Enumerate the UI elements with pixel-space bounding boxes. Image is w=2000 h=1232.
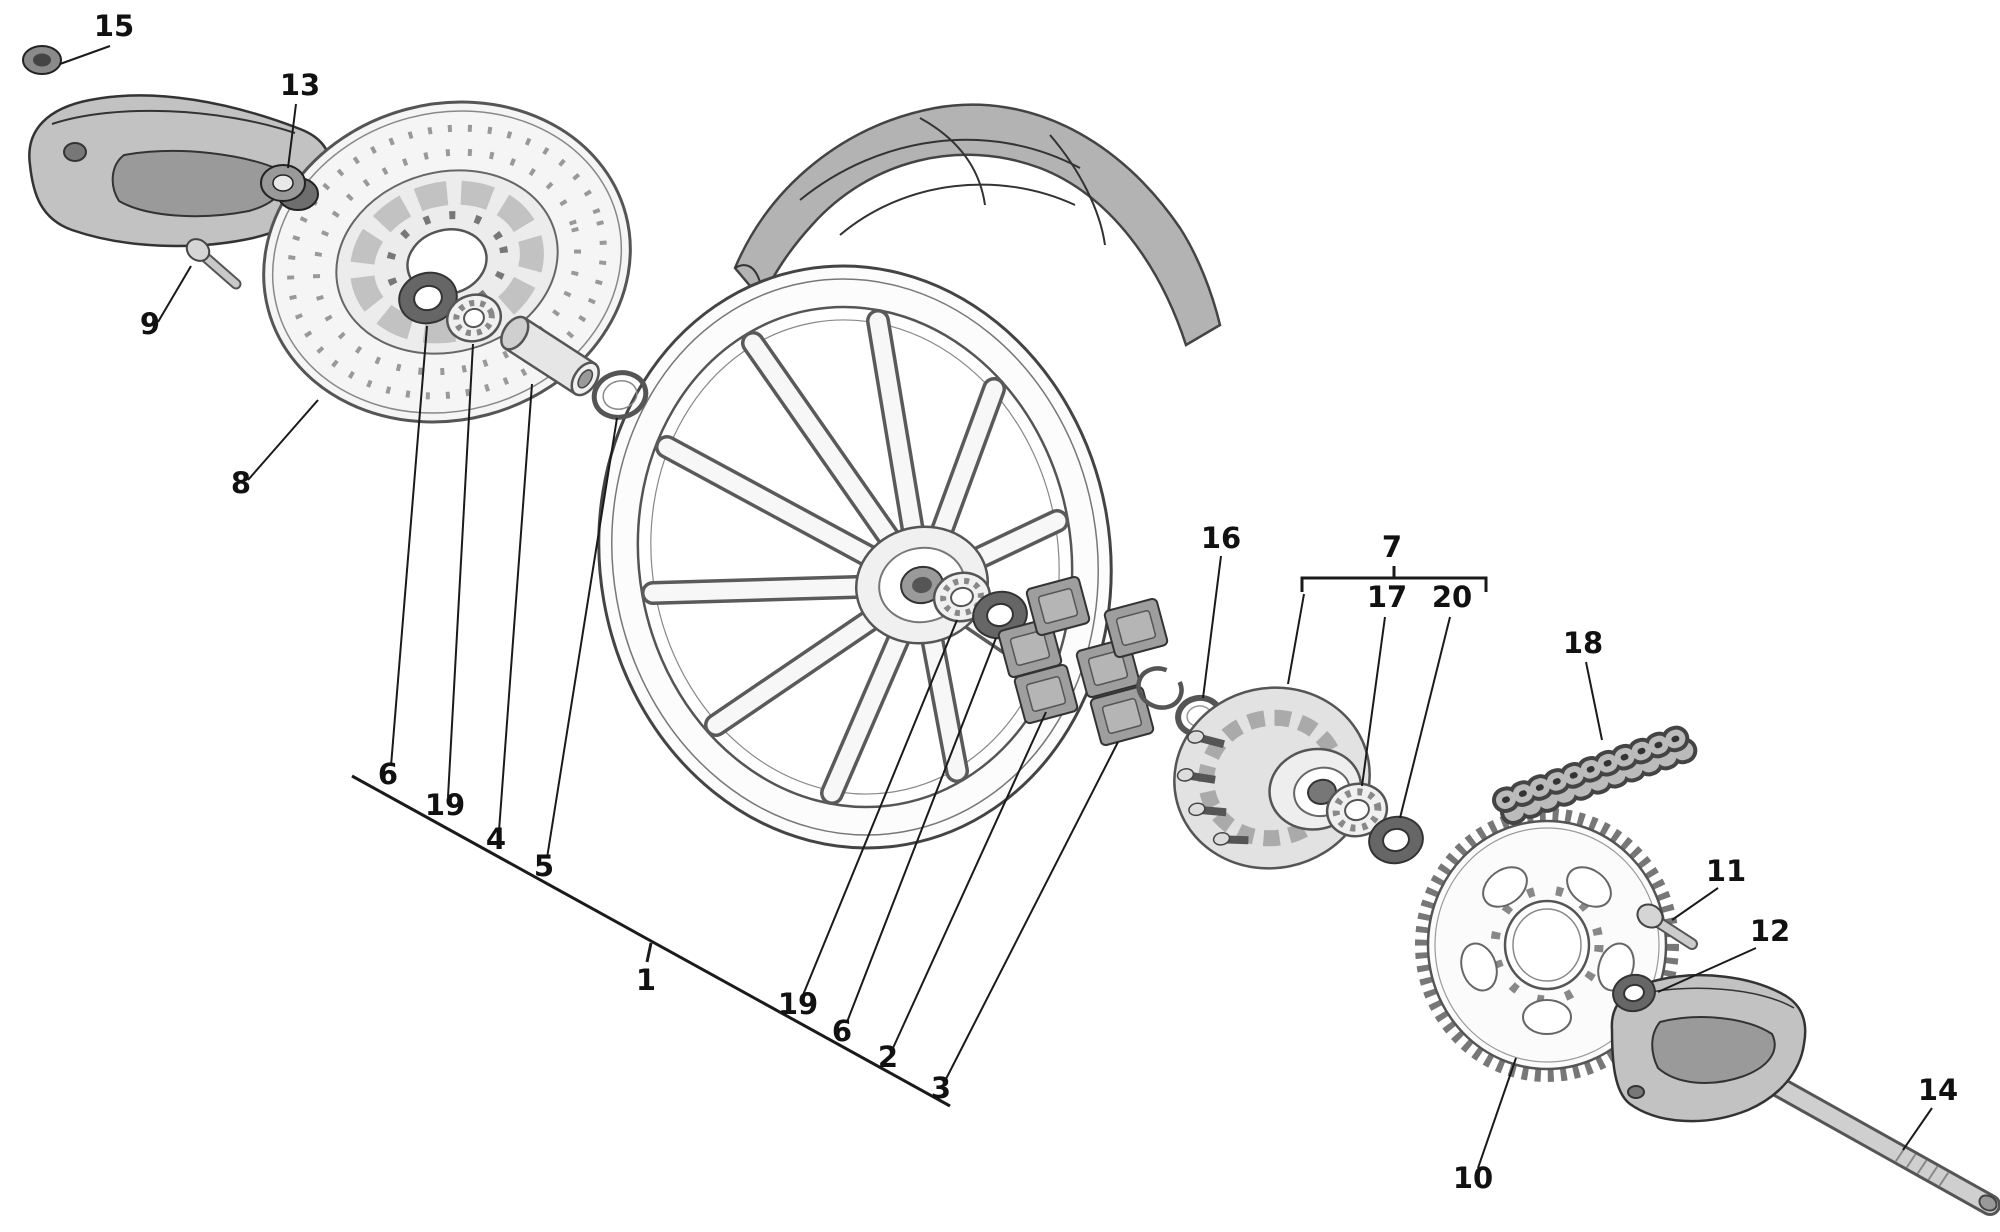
tire-tread-line	[1049, 134, 1106, 246]
spacer-tube-4	[500, 315, 600, 397]
callout-label-8: 8	[231, 466, 251, 500]
leader-8	[247, 399, 319, 481]
rear-axle	[1759, 1071, 2000, 1216]
leader-3	[945, 741, 1119, 1080]
bearing-17	[1325, 782, 1389, 838]
tire-section	[733, 103, 1222, 347]
leader-19b	[802, 619, 958, 996]
callout-label-6b: 6	[832, 1014, 852, 1048]
callout-label-12: 12	[1750, 914, 1790, 948]
callout-label-3: 3	[931, 1071, 951, 1105]
circlip	[1136, 666, 1184, 710]
carrier-studs	[1176, 730, 1249, 846]
bracket-1-line	[351, 774, 951, 1108]
callout-label-19a: 19	[425, 788, 465, 822]
seal-12	[1612, 973, 1656, 1013]
bolt-9	[185, 238, 242, 290]
leader-10	[1477, 1057, 1517, 1169]
callout-labels: 15 13 9 8 6 19 4 5 1 19 6 2 3 16 7 17 20…	[94, 9, 1958, 1195]
leader-4	[498, 383, 533, 832]
bearing-19a	[445, 293, 503, 343]
bracket-1-tick	[645, 942, 653, 963]
callout-label-17: 17	[1367, 580, 1407, 614]
callout-label-5: 5	[534, 849, 554, 883]
tire-tread-line	[799, 138, 1081, 201]
leader-19a	[447, 343, 474, 798]
leader-7	[1287, 593, 1305, 685]
spacer-13	[260, 164, 319, 211]
leader-15	[59, 45, 111, 65]
leader-12	[1657, 947, 1757, 993]
callout-label-16: 16	[1201, 521, 1241, 555]
block-hole	[1627, 1085, 1645, 1099]
seal-20	[1368, 815, 1424, 865]
bracket-7	[1300, 566, 1488, 592]
callout-label-6a: 6	[378, 757, 398, 791]
callout-label-4: 4	[486, 822, 506, 856]
leader-20	[1399, 616, 1451, 819]
leader-11	[1671, 887, 1719, 921]
chain-segment	[1492, 725, 1699, 825]
callout-label-15: 15	[94, 9, 134, 43]
brake-caliper-guard	[28, 94, 332, 248]
leader-18	[1585, 661, 1603, 741]
rear-sprocket	[1415, 808, 1679, 1082]
tire-tread-line	[839, 183, 1076, 236]
callout-label-13: 13	[280, 68, 320, 102]
callout-label-10: 10	[1453, 1161, 1493, 1195]
leader-5	[546, 417, 618, 859]
leader-2	[892, 711, 1047, 1049]
guard-hole	[63, 142, 87, 162]
callout-label-18: 18	[1563, 626, 1603, 660]
callout-label-7: 7	[1382, 530, 1402, 564]
leader-lines	[59, 45, 1933, 1169]
callout-label-9: 9	[140, 307, 160, 341]
callout-label-2: 2	[878, 1040, 898, 1074]
wheel	[597, 264, 1113, 850]
callout-label-14: 14	[1918, 1073, 1958, 1107]
chain-adjuster-block	[1610, 974, 1807, 1123]
callout-label-20: 20	[1432, 580, 1472, 614]
callout-label-19b: 19	[778, 987, 818, 1021]
seal-6a	[398, 271, 458, 325]
leader-17	[1361, 616, 1386, 787]
assembly-brackets	[351, 566, 1488, 1108]
leader-16	[1202, 555, 1222, 699]
tire-tread-line	[919, 117, 986, 206]
leader-6a	[390, 325, 428, 767]
leader-14	[1902, 1107, 1933, 1151]
bolt-11	[1636, 903, 1698, 950]
nut-15	[22, 45, 62, 75]
cush-drive-rubbers	[997, 575, 1169, 747]
callout-label-1: 1	[636, 963, 656, 997]
leader-9	[157, 265, 192, 323]
leader-13	[287, 103, 297, 169]
callout-label-11: 11	[1706, 854, 1746, 888]
washer-5	[591, 370, 649, 420]
leader-6b	[846, 637, 997, 1023]
